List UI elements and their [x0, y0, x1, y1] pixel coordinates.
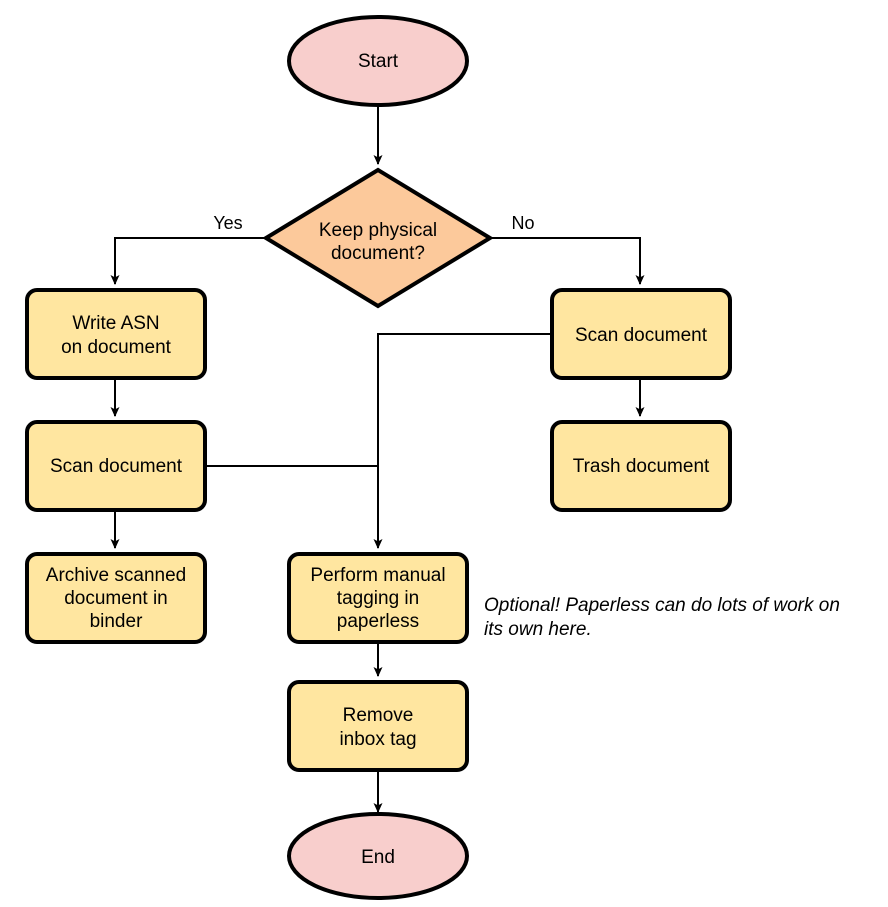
edge-decision-yes-to-write-asn — [110, 237, 265, 285]
end-ellipse — [287, 812, 469, 900]
trash-document-box — [550, 420, 732, 512]
annotation-line2: its own here. — [484, 619, 592, 640]
node-trash-document[interactable]: Trash document — [550, 420, 732, 512]
remove-inbox-tag-box — [287, 680, 469, 772]
write-asn-box — [25, 288, 207, 380]
node-scan-document-left[interactable]: Scan document — [25, 420, 207, 512]
tagging-label-line3: paperless — [337, 611, 419, 632]
write-asn-label-line1: Write ASN — [72, 313, 159, 334]
edge-label-yes: Yes — [213, 213, 242, 233]
scan-document-left-box — [25, 420, 207, 512]
archive-label-line1: Archive scanned — [46, 565, 186, 586]
archive-label-line2: document in — [64, 588, 168, 609]
start-ellipse — [287, 15, 469, 107]
edge-scan-right-to-tagging — [373, 333, 552, 549]
node-write-asn[interactable]: Write ASN on document — [25, 288, 207, 380]
node-start[interactable]: Start — [287, 15, 469, 107]
annotation-line1: Optional! Paperless can do lots of work … — [484, 595, 840, 616]
remove-tag-label-line1: Remove — [343, 705, 414, 726]
scan-document-left-label: Scan document — [50, 456, 183, 477]
node-archive-document[interactable]: Archive scanned document in binder — [25, 552, 207, 644]
node-decision-keep-physical-document[interactable]: Keep physical document? — [262, 167, 494, 309]
node-scan-document-right[interactable]: Scan document — [550, 288, 732, 380]
edge-label-no: No — [511, 213, 534, 233]
decision-label-line1: Keep physical — [319, 220, 437, 241]
decision-diamond — [262, 167, 494, 309]
write-asn-label-line2: on document — [61, 337, 172, 358]
archive-label-line3: binder — [90, 611, 143, 632]
node-perform-manual-tagging[interactable]: Perform manual tagging in paperless — [287, 552, 469, 644]
archive-document-box — [25, 552, 207, 644]
scan-document-right-box — [550, 288, 732, 380]
edge-decision-no-to-scan-right — [490, 237, 645, 285]
decision-label-line2: document? — [331, 243, 425, 264]
node-end[interactable]: End — [287, 812, 469, 900]
remove-tag-label-line2: inbox tag — [339, 729, 416, 750]
tagging-box — [287, 552, 469, 644]
end-label: End — [361, 847, 395, 868]
start-label: Start — [358, 51, 399, 72]
scan-document-right-label: Scan document — [575, 325, 708, 346]
node-remove-inbox-tag[interactable]: Remove inbox tag — [287, 680, 469, 772]
tagging-label-line1: Perform manual — [310, 565, 445, 586]
tagging-label-line2: tagging in — [337, 588, 419, 609]
trash-document-label: Trash document — [573, 456, 710, 477]
